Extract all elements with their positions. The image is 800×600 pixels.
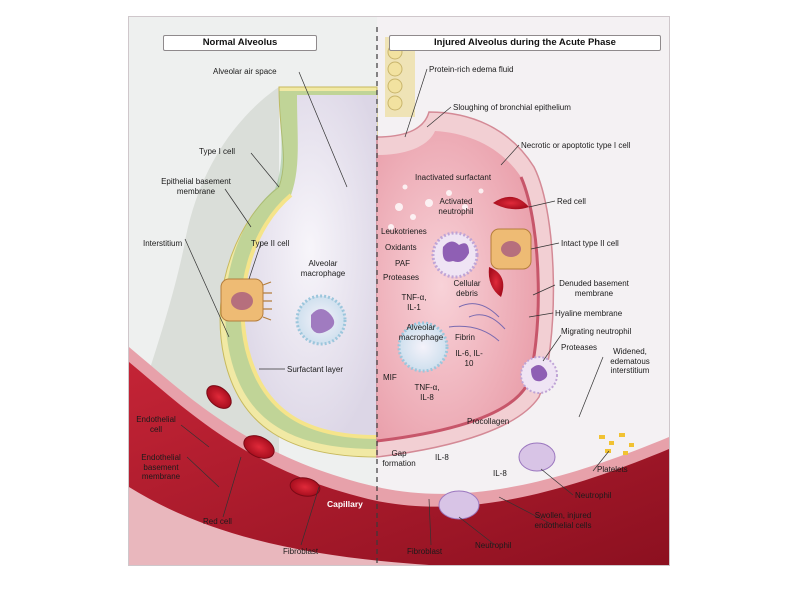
label-il8-2: IL-8 — [493, 469, 507, 478]
label-il8-1: IL-8 — [435, 453, 449, 462]
label-interstitium: Interstitium — [143, 239, 183, 248]
label-paf: PAF — [395, 259, 410, 268]
label-neutrophil-2: Neutrophil — [475, 541, 512, 550]
label-inactivated-surfactant: Inactivated surfactant — [415, 173, 492, 182]
label-capillary: Capillary — [327, 499, 363, 509]
label-necrotic-type-i-cell: Necrotic or apoptotic type I cell — [521, 141, 631, 150]
intact-type-ii-cell — [490, 228, 532, 270]
label-gap-formation: Gap formation — [382, 449, 416, 468]
label-cellular-debris: Cellular debris — [453, 279, 481, 298]
label-platelets: Platelets — [597, 465, 628, 474]
label-red-cell-right: Red cell — [557, 197, 586, 206]
label-endothelial-cell: Endothelial cell — [136, 415, 176, 434]
label-tnf-il8: TNF-α, IL-8 — [414, 383, 440, 402]
label-epithelial-basement-membrane: Epithelial basement membrane — [161, 177, 231, 196]
label-fibroblast-left: Fibroblast — [283, 547, 319, 556]
label-neutrophil-1: Neutrophil — [575, 491, 612, 500]
injured-alveolus — [376, 111, 558, 458]
label-red-cell-left: Red cell — [203, 517, 232, 526]
label-widened-interstitium: Widened, edematous interstitium — [610, 347, 650, 375]
left-panel-title: Normal Alveolus — [163, 35, 317, 51]
right-panel-title: Injured Alveolus during the Acute Phase — [389, 35, 661, 51]
label-type-ii-cell: Type II cell — [251, 239, 290, 248]
label-fibroblast-right: Fibroblast — [407, 547, 443, 556]
label-endothelial-basement-membrane: Endothelial basement membrane — [141, 453, 181, 481]
label-hyaline-membrane: Hyaline membrane — [555, 309, 623, 318]
label-leukotrienes: Leukotrienes — [381, 227, 427, 236]
label-type-i-cell: Type I cell — [199, 147, 236, 156]
diagram-frame: Normal Alveolus Injured Alveolus during … — [128, 16, 670, 566]
label-il6-il10: IL-6, IL-10 — [455, 349, 483, 368]
label-proteases-2: Proteases — [561, 343, 598, 352]
migrating-neutrophil-cell — [520, 356, 558, 394]
alveolar-macrophage-cell — [295, 294, 347, 346]
label-migrating-neutrophil: Migrating neutrophil — [561, 327, 632, 336]
label-tnf-il1: TNF-α, IL-1 — [401, 293, 427, 312]
label-proteases-1: Proteases — [383, 273, 420, 282]
capillary — [129, 347, 669, 565]
label-intact-type-ii-cell: Intact type II cell — [561, 239, 619, 248]
label-swollen-endothelial: Swollen, injured endothelial cells — [534, 511, 592, 530]
label-procollagen: Procollagen — [467, 417, 510, 426]
label-alveolar-macrophage: Alveolar macrophage — [300, 259, 346, 278]
label-fibrin: Fibrin — [455, 333, 476, 342]
activated-neutrophil-cell — [431, 231, 479, 279]
label-denuded-basement-membrane: Denuded basement membrane — [559, 279, 629, 298]
label-mif: MIF — [383, 373, 397, 382]
label-sloughing-bronchial-epithelium: Sloughing of bronchial epithelium — [453, 103, 571, 112]
label-activated-neutrophil: Activated neutrophil — [438, 197, 474, 216]
type-ii-cell — [220, 278, 272, 322]
label-alveolar-macrophage-right: Alveolar macrophage — [398, 323, 444, 342]
alveolar-macrophage-right-cell — [397, 321, 449, 373]
normal-alveolus — [219, 86, 378, 458]
label-alveolar-air-space: Alveolar air space — [213, 67, 277, 76]
label-oxidants: Oxidants — [385, 243, 417, 252]
label-surfactant-layer: Surfactant layer — [287, 365, 344, 374]
label-protein-rich-edema-fluid: Protein-rich edema fluid — [429, 65, 514, 74]
alveolus-illustration — [129, 17, 669, 565]
